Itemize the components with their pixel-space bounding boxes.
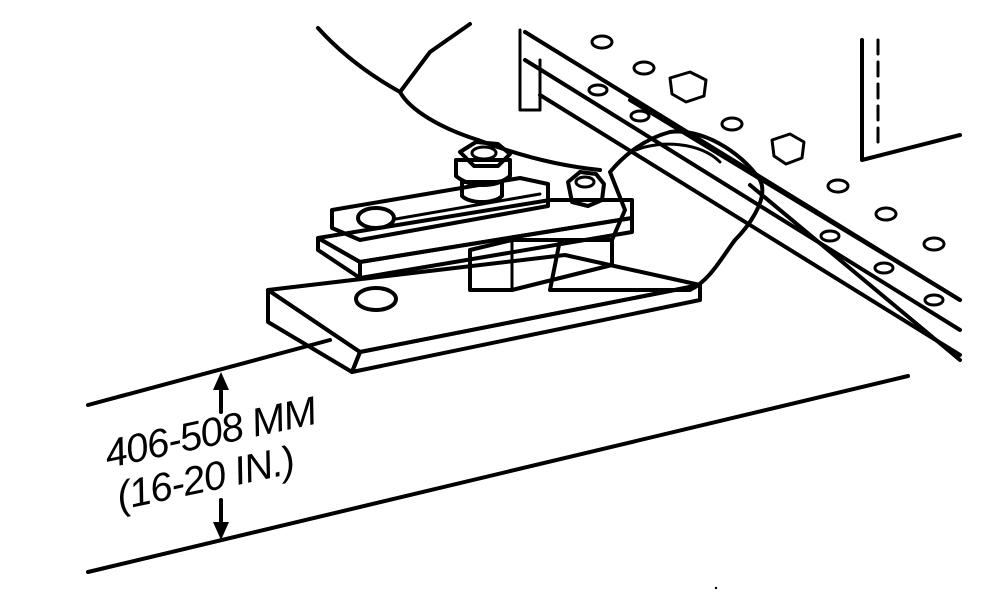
spacer-block	[468, 238, 614, 292]
clamp-plate	[316, 198, 634, 280]
curved-bracket-arm	[548, 129, 765, 292]
perforated-frame-rail	[523, 30, 962, 362]
top-strap	[330, 176, 550, 242]
plate-hole	[354, 286, 398, 312]
arrowhead-down-icon	[213, 522, 229, 540]
dimension-arrow	[213, 372, 229, 540]
main-plate	[266, 253, 702, 374]
ground-lines	[86, 338, 910, 574]
clamp-nut	[566, 170, 606, 208]
strap-hole	[356, 206, 396, 230]
rail-holes	[587, 34, 946, 307]
center-bolt	[454, 140, 512, 204]
rail-bolt-left	[668, 70, 708, 104]
tank-body	[316, 22, 602, 172]
rail-bolt-right	[770, 132, 806, 166]
speck	[714, 586, 718, 590]
tank-panel-right	[860, 38, 962, 162]
arrowhead-up-icon	[213, 372, 229, 390]
